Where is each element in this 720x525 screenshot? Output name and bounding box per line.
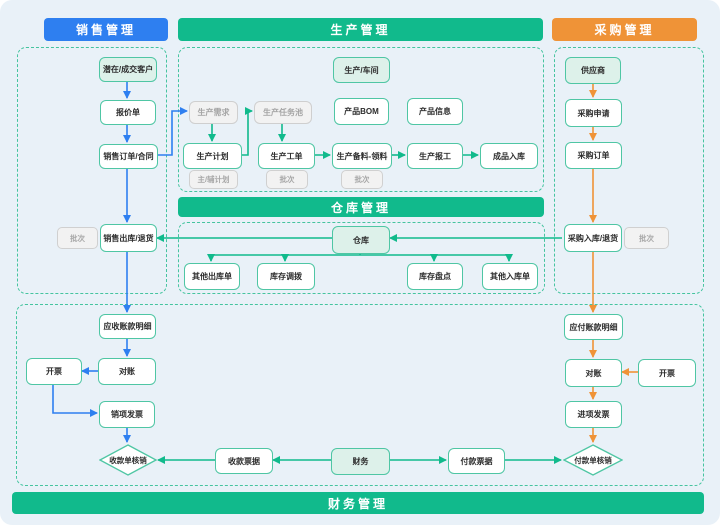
- node-payment-bill: 付款票据: [448, 448, 505, 474]
- node-input-invoice: 进项发票: [565, 401, 622, 428]
- node-sales-reconcile: 对账: [98, 358, 156, 385]
- tag-main-aux-plan: 主/辅计划: [189, 170, 238, 189]
- header-purchase-management: 采购管理: [552, 18, 697, 41]
- production-section-border: [178, 47, 544, 192]
- tag-sales-outbound-batch: 批次: [57, 227, 98, 249]
- tag-material-batch: 批次: [341, 170, 383, 189]
- node-material-picking: 生产备料-领料: [332, 143, 392, 169]
- header-production-management: 生产管理: [178, 18, 543, 41]
- node-sales-order: 销售订单/合同: [99, 144, 158, 169]
- node-production-report: 生产报工: [407, 143, 463, 169]
- node-task-pool: 生产任务池: [254, 101, 312, 124]
- node-finance: 财务: [331, 448, 390, 475]
- node-other-outbound: 其他出库单: [184, 263, 240, 290]
- node-production-demand: 生产需求: [189, 101, 238, 124]
- payment-writeoff-label: 付款单核销: [574, 455, 612, 465]
- node-receipt-writeoff: 收款单核销: [99, 444, 157, 476]
- node-finished-goods-in: 成品入库: [480, 143, 538, 169]
- sales-section-border: [17, 47, 167, 294]
- node-purchase-invoicing: 开票: [638, 359, 696, 387]
- node-purchase-request: 采购申请: [565, 99, 622, 127]
- node-supplier: 供应商: [565, 57, 621, 84]
- node-purchase-inbound: 采购入库/退货: [564, 224, 622, 252]
- node-receipt-bill: 收款票据: [215, 448, 273, 474]
- tag-purchase-inbound-batch: 批次: [624, 227, 669, 249]
- node-payment-writeoff: 付款单核销: [563, 444, 623, 476]
- node-purchase-reconcile: 对账: [565, 359, 622, 387]
- node-output-invoice: 销项发票: [99, 401, 155, 428]
- node-production-plan: 生产计划: [183, 143, 242, 169]
- node-work-order: 生产工单: [258, 143, 315, 169]
- warehouse-section-border: [178, 222, 545, 294]
- node-product-info: 产品信息: [407, 98, 463, 125]
- finance-section-border: [16, 304, 704, 486]
- header-sales-management: 销售管理: [44, 18, 168, 41]
- node-other-inbound: 其他入库单: [482, 263, 538, 290]
- node-warehouse: 仓库: [332, 226, 390, 254]
- node-quotation: 报价单: [100, 100, 156, 125]
- node-stocktaking: 库存盘点: [407, 263, 463, 290]
- node-sales-outbound: 销售出库/退货: [100, 224, 157, 252]
- node-stock-transfer: 库存调拨: [257, 263, 315, 290]
- node-product-bom: 产品BOM: [334, 98, 389, 125]
- tag-work-order-batch: 批次: [266, 170, 308, 189]
- node-payable-detail: 应付账款明细: [564, 314, 623, 340]
- node-workshop: 生产/车间: [333, 57, 390, 83]
- node-purchase-order: 采购订单: [565, 142, 622, 169]
- purchase-section-border: [554, 47, 704, 294]
- node-sales-invoicing: 开票: [26, 358, 82, 385]
- header-warehouse-management: 仓库管理: [178, 197, 544, 217]
- node-customer: 潜在/成交客户: [99, 57, 157, 82]
- node-receivable-detail: 应收账款明细: [99, 314, 156, 339]
- header-finance-management: 财务管理: [12, 492, 704, 514]
- receipt-writeoff-label: 收款单核销: [109, 455, 147, 465]
